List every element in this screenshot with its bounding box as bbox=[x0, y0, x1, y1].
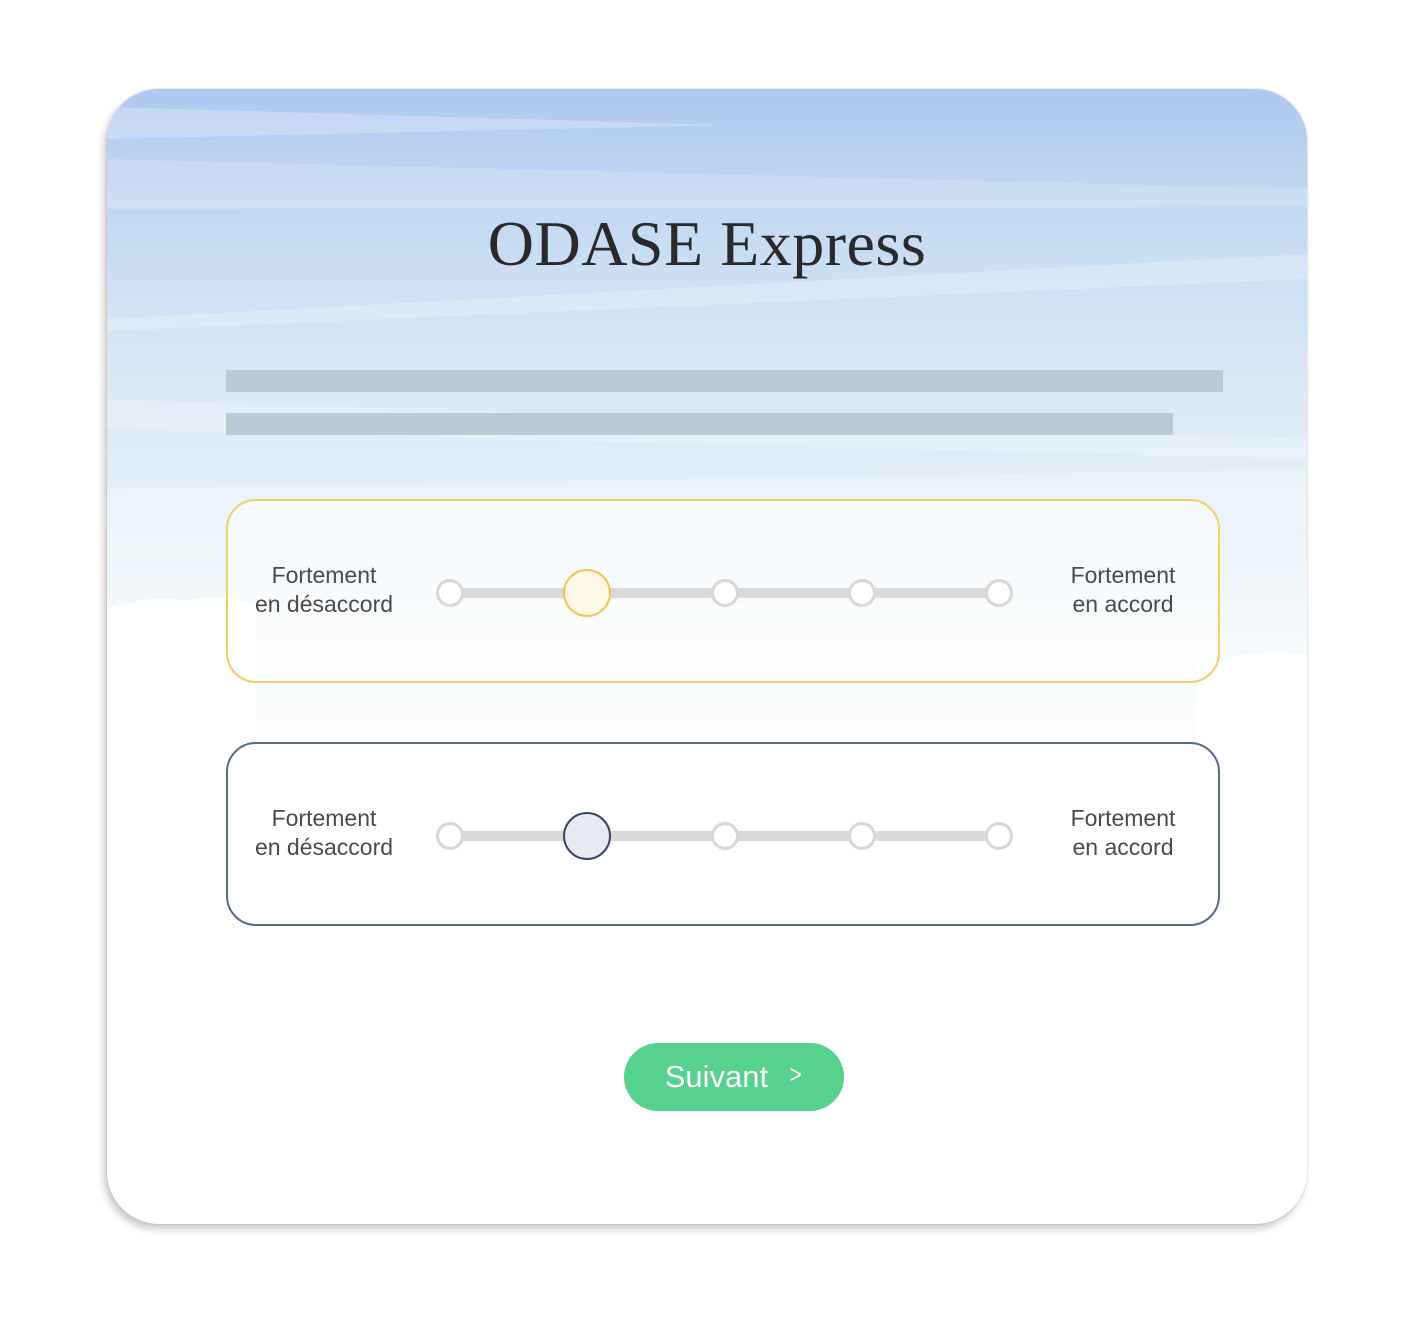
likert-option-1[interactable] bbox=[436, 822, 464, 850]
likert-option-5[interactable] bbox=[985, 822, 1013, 850]
next-button[interactable]: Suivant > bbox=[624, 1043, 844, 1111]
next-button-label: Suivant bbox=[664, 1059, 769, 1094]
likert-left-label: Fortement en désaccord bbox=[254, 562, 394, 617]
likert-right-label: Fortement en accord bbox=[1070, 805, 1176, 860]
likert-option-2-selected[interactable] bbox=[563, 812, 611, 860]
likert-option-1[interactable] bbox=[436, 579, 464, 607]
likert-option-3[interactable] bbox=[711, 822, 739, 850]
likert-option-5[interactable] bbox=[985, 579, 1013, 607]
likert-option-2-selected[interactable] bbox=[563, 569, 611, 617]
likert-scale-1: Fortement en désaccord Fortement en acco… bbox=[226, 499, 1220, 683]
chevron-right-icon: > bbox=[789, 1058, 802, 1089]
question-text-placeholder-line bbox=[226, 413, 1173, 435]
likert-option-4[interactable] bbox=[848, 822, 876, 850]
likert-right-label: Fortement en accord bbox=[1070, 562, 1176, 617]
likert-option-4[interactable] bbox=[848, 579, 876, 607]
question-text-placeholder-line bbox=[226, 370, 1223, 392]
sky-background bbox=[107, 89, 1307, 789]
cloud-streaks bbox=[107, 107, 1307, 789]
app-title: ODASE Express bbox=[487, 208, 927, 279]
likert-left-label: Fortement en désaccord bbox=[254, 805, 394, 860]
survey-card: ODASE Express Fortement en désaccord For… bbox=[107, 89, 1307, 1224]
likert-scale-2: Fortement en désaccord Fortement en acco… bbox=[226, 742, 1220, 926]
likert-option-3[interactable] bbox=[711, 579, 739, 607]
